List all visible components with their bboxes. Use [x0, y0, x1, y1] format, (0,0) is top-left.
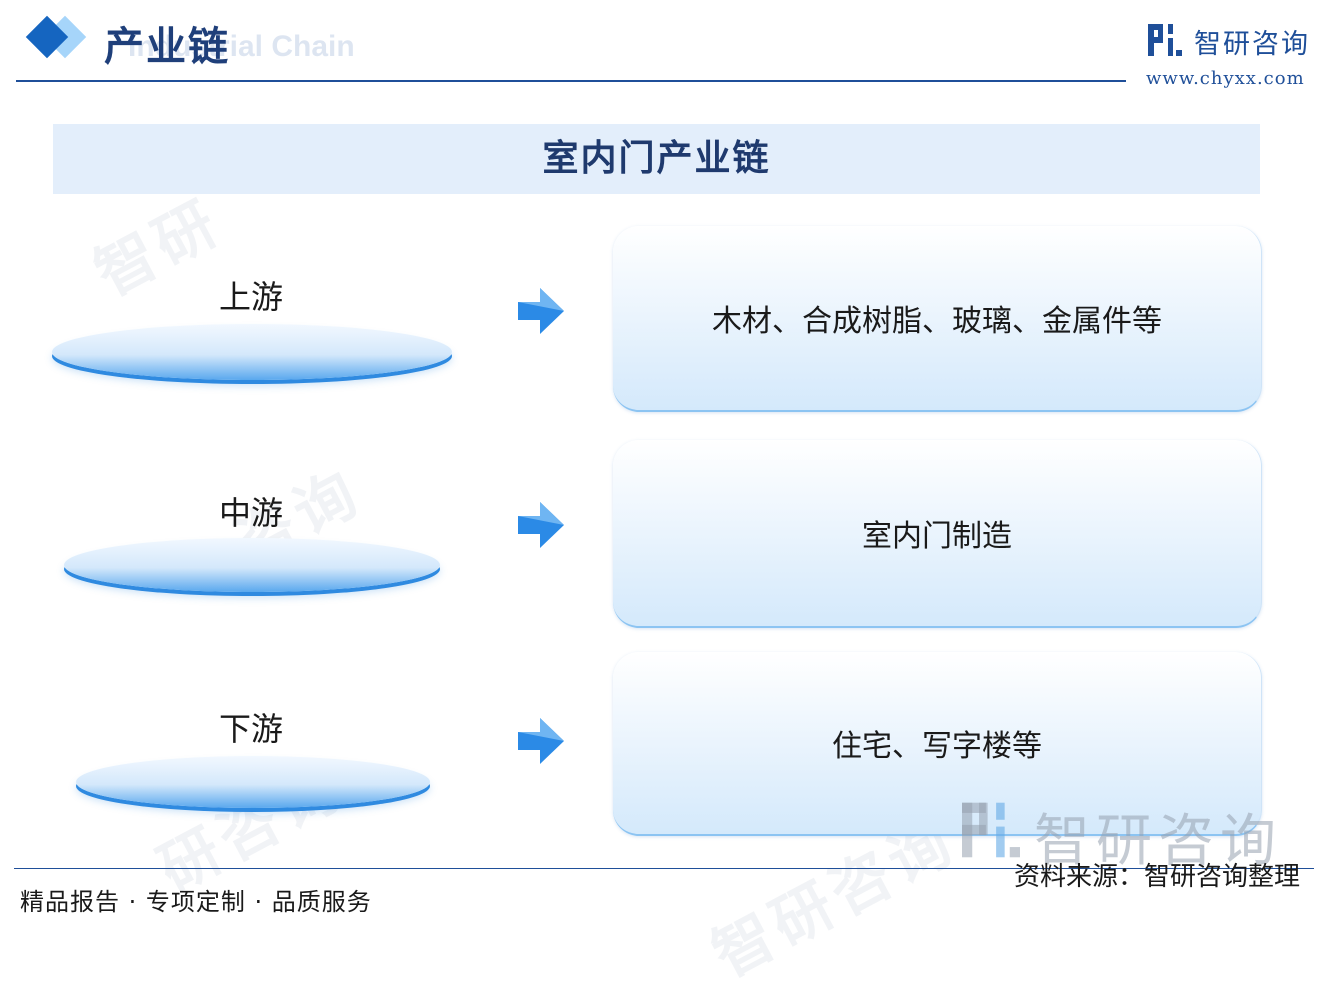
arrow-right-icon: [518, 288, 564, 334]
arrow-right-icon: [518, 718, 564, 764]
source-note: 资料来源：智研咨询整理: [1014, 862, 1301, 892]
brand-logo-icon: [1148, 24, 1182, 56]
stage-label-upstream: 上游: [218, 278, 283, 316]
stage-platform: [76, 756, 430, 808]
footer-divider: [14, 868, 1314, 869]
stage-content-box: 住宅、写字楼等: [613, 652, 1262, 836]
footer-tagline: 精品报告 · 专项定制 · 品质服务: [20, 888, 372, 916]
arrow-right-icon: [518, 502, 564, 548]
stage-platform: [64, 538, 440, 592]
footer-logo-text: 智研咨询: [1034, 809, 1282, 874]
brand-url: www.chyxx.com: [1146, 68, 1305, 89]
header-divider: [16, 80, 1126, 82]
stage-label-downstream: 下游: [218, 710, 283, 748]
stage-content-box: 木材、合成树脂、玻璃、金属件等: [613, 226, 1262, 412]
header-subtitle: Industrial Chain: [128, 30, 355, 63]
stage-content-box: 室内门制造: [613, 440, 1262, 628]
page-title: 产业链: [104, 24, 230, 70]
diagram-title: 室内门产业链: [53, 124, 1260, 194]
stage-label-midstream: 中游: [218, 494, 283, 532]
stage-platform: [52, 324, 452, 380]
brand-logo-icon: [962, 802, 1020, 858]
brand-name: 智研咨询: [1194, 29, 1310, 60]
